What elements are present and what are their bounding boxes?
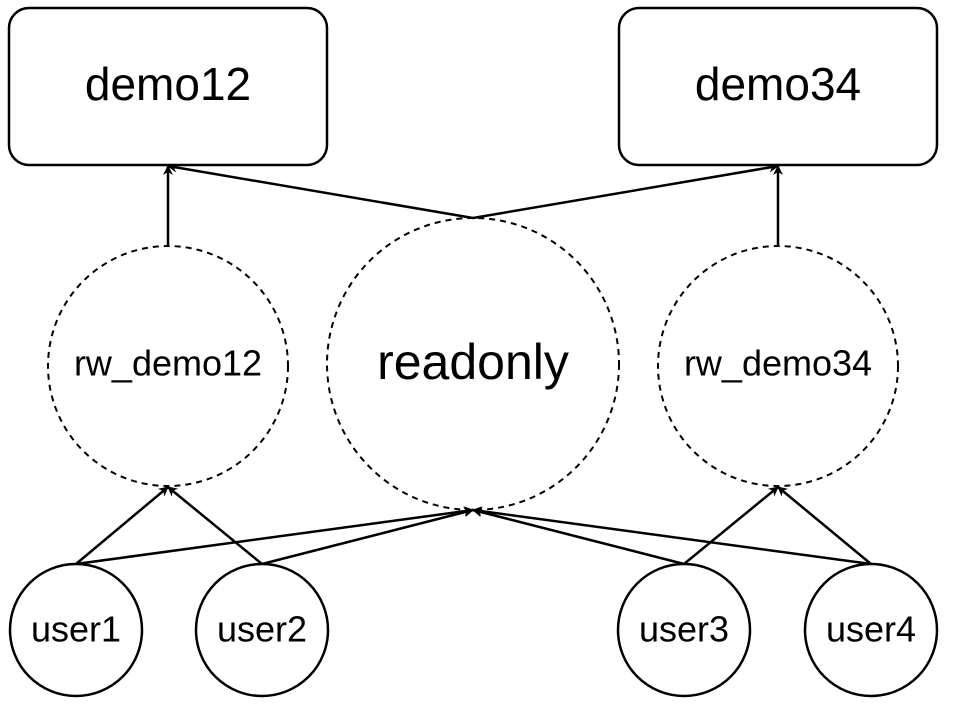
role-readonly: readonly [326, 217, 620, 511]
edge-user4-to-readonly [472, 506, 872, 566]
edge-user1-to-readonly [75, 506, 474, 566]
user-user2-label: user2 [217, 609, 307, 650]
role-rw_demo12: rw_demo12 [47, 245, 289, 487]
role-rw_demo12-label: rw_demo12 [74, 343, 262, 384]
role-readonly-label: readonly [377, 334, 569, 390]
user-user3: user3 [616, 562, 752, 698]
user-user1-label: user1 [31, 609, 121, 650]
role-rw_demo34-circle [657, 245, 899, 487]
edge-user3-to-readonly [472, 507, 685, 566]
role-rw_demo34-label: rw_demo34 [684, 343, 872, 384]
user-user1-circle [8, 562, 144, 698]
database-demo34: demo34 [617, 6, 939, 167]
user-user2: user2 [194, 562, 330, 698]
database-demo12: demo12 [7, 6, 329, 167]
edge-user4-to-rw_demo34 [777, 486, 872, 565]
user-user1: user1 [8, 562, 144, 698]
edge-user2-to-readonly [261, 507, 474, 566]
edge-readonly-to-demo12 [167, 162, 474, 220]
user-user2-circle [194, 562, 330, 698]
database-demo12-box [7, 6, 329, 167]
role-rw_demo12-circle [47, 245, 289, 487]
user-user4: user4 [803, 562, 939, 698]
database-demo34-box [617, 6, 939, 167]
edge-readonly-to-demo34 [472, 162, 779, 220]
user-user4-label: user4 [826, 609, 916, 650]
database-demo12-label: demo12 [85, 58, 251, 110]
user-user3-label: user3 [639, 609, 729, 650]
edge-user1-to-rw_demo12 [75, 486, 169, 565]
edges [75, 162, 872, 566]
edge-user3-to-rw_demo34 [683, 486, 779, 565]
role-readonly-circle [326, 217, 620, 511]
user-user4-circle [803, 562, 939, 698]
role-rw_demo34: rw_demo34 [657, 245, 899, 487]
user-user3-circle [616, 562, 752, 698]
database-demo34-label: demo34 [695, 58, 861, 110]
edge-user2-to-rw_demo12 [167, 486, 263, 565]
